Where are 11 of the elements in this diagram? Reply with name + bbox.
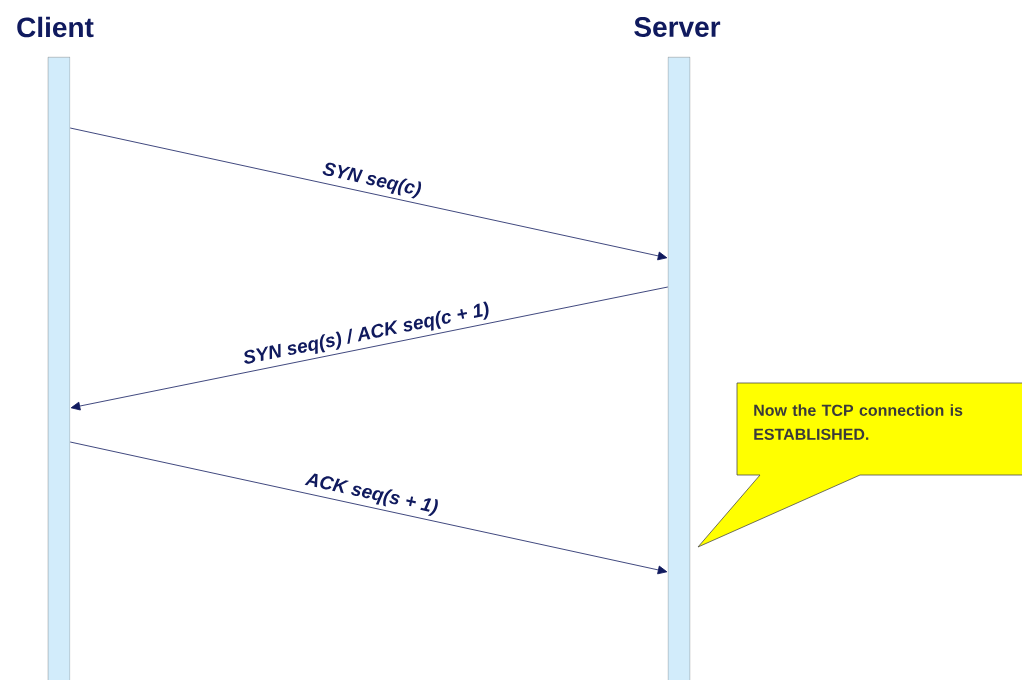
edge-label: SYN seq(s) / ACK seq(c + 1) [244,301,489,364]
lifeline-heading: Client [17,16,94,38]
lifeline-bar [47,57,71,680]
message-arrow [70,286,669,411]
message-arrow [69,441,668,575]
lifeline-heading: Server [634,17,721,37]
edge-label: SYN seq(c) [322,162,422,199]
message-arrow [69,127,668,261]
edge-label: ACK seq(s + 1) [304,473,438,517]
lifeline-bar [667,57,691,680]
callout-box: Now the TCP connection is ESTABLISHED. [697,382,1022,548]
